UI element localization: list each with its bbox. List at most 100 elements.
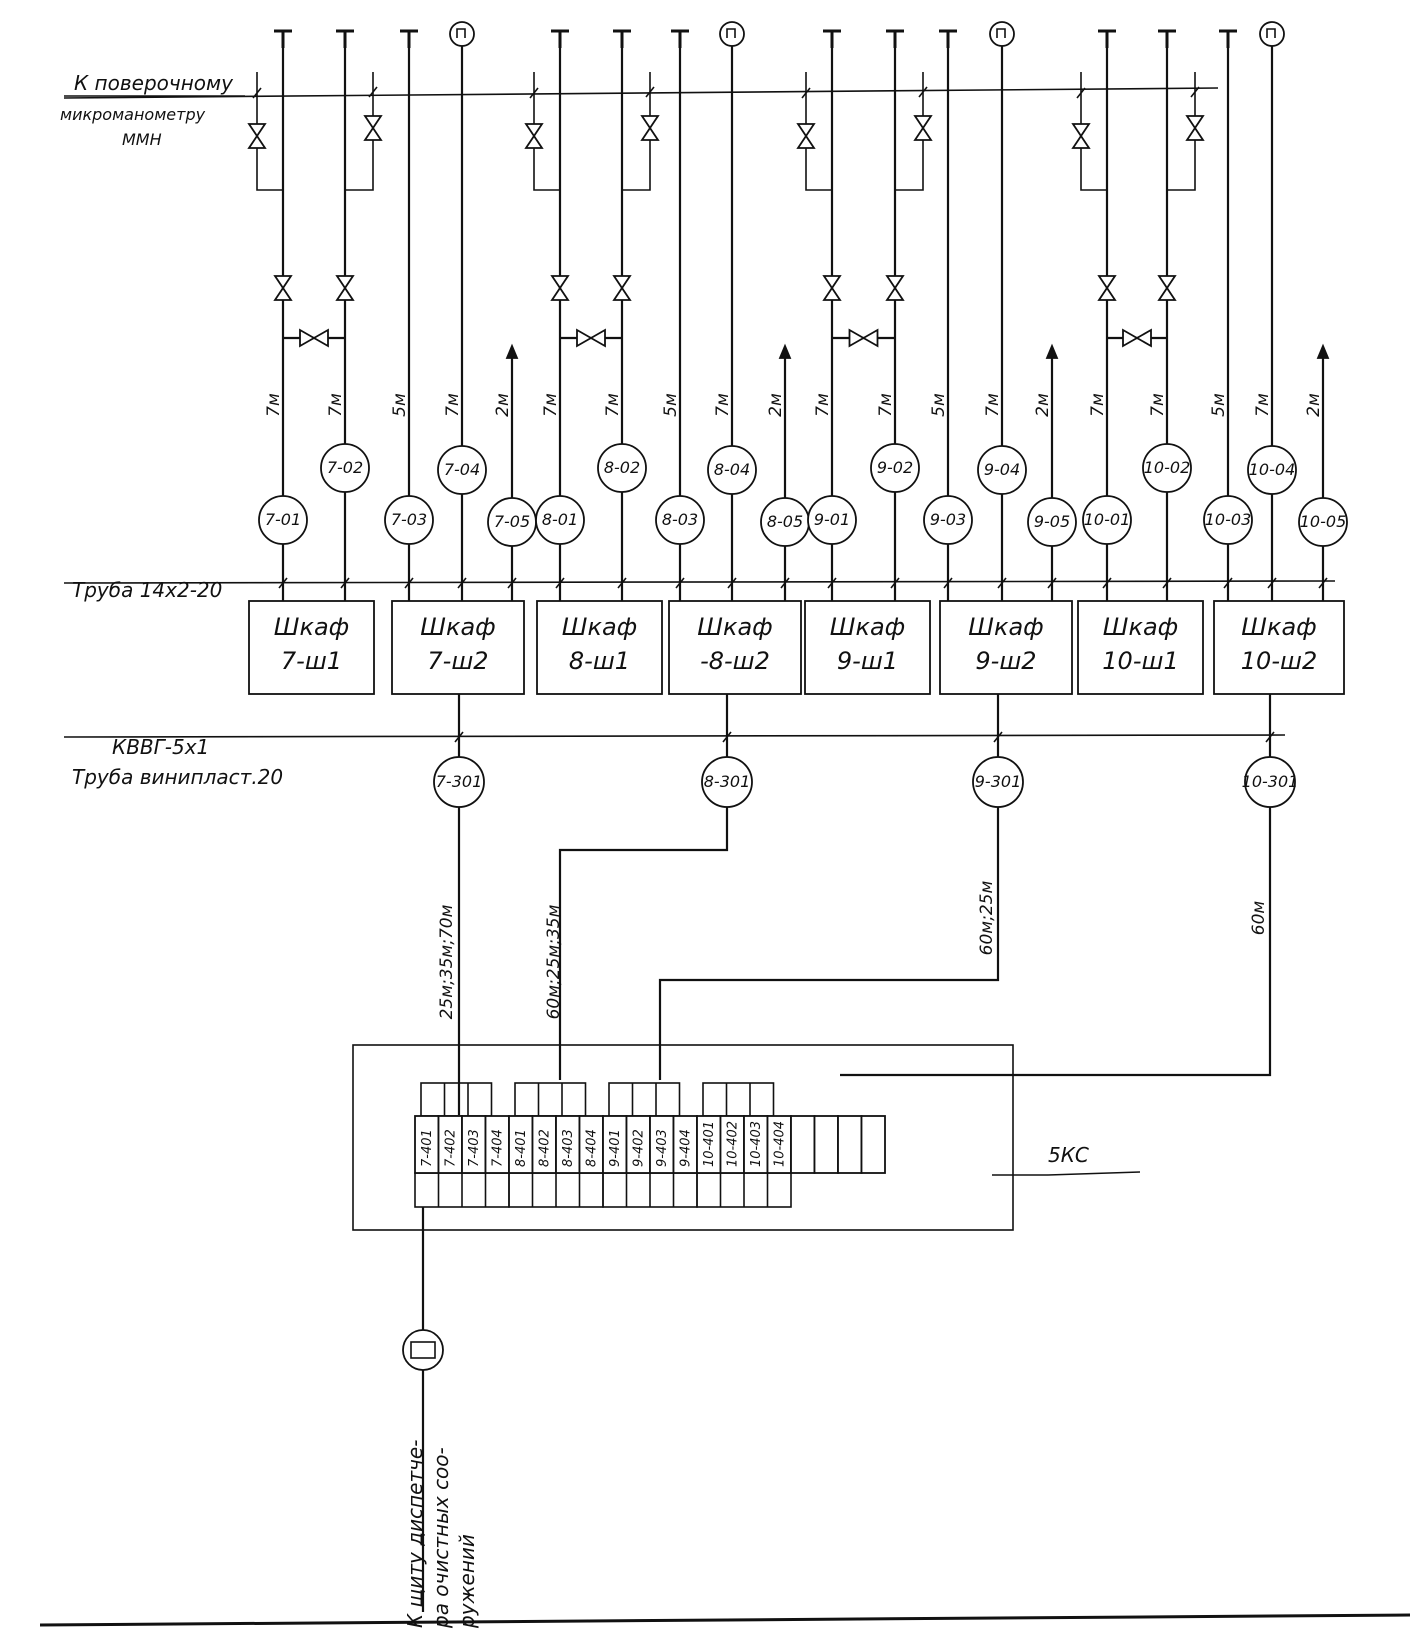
distance-label-10-03: 5м — [1209, 393, 1229, 417]
shutoff-valve-icon — [550, 275, 570, 301]
cabinet-title: Шкаф — [1103, 613, 1178, 641]
junction-box-8-301-tag: 8-301 — [704, 772, 751, 791]
distance-label-9-02: 7м — [876, 393, 896, 417]
tick-mark — [1318, 577, 1328, 589]
distance-label-7-02: 7м — [326, 393, 346, 417]
instrument-10-02 — [1142, 443, 1192, 493]
terminal-label-7-403: 7-403 — [467, 1129, 482, 1167]
arrow-up-icon — [1045, 343, 1059, 359]
terminal-label-7-404: 7-404 — [491, 1129, 506, 1167]
cable-length-8: 60м;25м;35м — [544, 904, 564, 1019]
distance-label-10-01: 7м — [1088, 393, 1108, 417]
cabinet-title: Шкаф — [968, 613, 1043, 641]
instrument-9-02 — [870, 443, 920, 493]
instrument-10-05 — [1298, 497, 1348, 547]
instrument-8-04-tag: 8-04 — [714, 460, 750, 479]
cabinet-title: Шкаф — [274, 613, 349, 641]
verification-valve-icon — [247, 123, 267, 149]
verification-branch-right — [1167, 72, 1196, 191]
dispatcher-panel-icon — [402, 1329, 444, 1371]
shutoff-valve-icon — [273, 275, 293, 301]
terminal-block-label: 5КС — [1048, 1143, 1089, 1167]
tick-mark — [827, 577, 837, 589]
tick-mark — [617, 577, 627, 589]
instrument-8-03 — [655, 495, 705, 545]
tick-mark — [252, 87, 262, 99]
instrument-8-05-tag: 8-05 — [767, 512, 803, 531]
distance-label-8-03: 5м — [661, 393, 681, 417]
plug-icon — [1219, 29, 1237, 48]
tick-mark — [1076, 87, 1086, 99]
terminal-spare — [860, 1115, 886, 1174]
verification-branch-right — [345, 72, 374, 191]
distance-label-7-05: 2м — [493, 393, 513, 417]
plug-icon — [939, 29, 957, 48]
verification-branch-right — [895, 72, 924, 191]
junction-box-7-301 — [433, 756, 485, 808]
tick-mark — [340, 577, 350, 589]
cable-length-7: 25м;35м;70м — [437, 904, 457, 1019]
arrow-up-icon — [778, 343, 792, 359]
gauge-icon — [1259, 21, 1285, 47]
cabinet-8-1 — [536, 600, 663, 695]
terminal-label-10-401: 10-401 — [702, 1121, 717, 1167]
shutoff-valve-icon — [1157, 275, 1177, 301]
plug-icon — [886, 29, 904, 48]
verification-label-line1: К поверочному — [74, 71, 234, 95]
cabinet-id: 9-ш1 — [837, 647, 898, 675]
instrument-7-03-tag: 7-03 — [391, 510, 427, 529]
tick-mark — [727, 577, 737, 589]
instrument-9-03 — [923, 495, 973, 545]
distance-label-10-04: 7м — [1253, 393, 1273, 417]
terminal-spare — [790, 1115, 816, 1174]
verification-label-line3: ММН — [122, 130, 162, 149]
gauge-icon — [449, 21, 475, 47]
shutoff-valve-icon — [1097, 275, 1117, 301]
verification-label: К поверочному микроманометру ММН — [60, 71, 245, 149]
gauge-icon — [989, 21, 1015, 47]
instrument-8-02-tag: 8-02 — [604, 458, 640, 477]
dispatcher-label: К щиту диспетче- ра очистных соо- ружени… — [403, 1440, 479, 1629]
tick-mark — [780, 577, 790, 589]
verification-branch-left — [805, 72, 832, 191]
plug-icon — [274, 29, 292, 48]
tick-mark — [645, 86, 655, 98]
distance-label-10-02: 7м — [1148, 393, 1168, 417]
terminal-label-9-402: 9-402 — [632, 1129, 647, 1167]
tick-mark — [529, 87, 539, 99]
instrument-7-01-tag: 7-01 — [265, 510, 301, 529]
verification-valve-icon — [640, 115, 660, 141]
cable-route-8 — [558, 806, 729, 1080]
junction-box-9-301 — [972, 756, 1024, 808]
instrument-9-05 — [1027, 497, 1077, 547]
shutoff-valve-icon — [822, 275, 842, 301]
junction-box-9-301-tag: 9-301 — [975, 772, 1022, 791]
instrument-10-02-tag: 10-02 — [1144, 458, 1191, 477]
tick-mark — [1190, 86, 1200, 98]
instrument-7-04-tag: 7-04 — [444, 460, 480, 479]
terminal-label-8-401: 8-401 — [514, 1129, 529, 1167]
dispatcher-label-line2: ра очистных соо- — [429, 1447, 453, 1629]
equalizing-valve-icon — [1122, 328, 1152, 348]
cabinet-title: Шкаф — [1241, 613, 1316, 641]
instrument-8-01-tag: 8-01 — [542, 510, 578, 529]
distance-label-9-04: 7м — [983, 393, 1003, 417]
tick-mark — [1102, 577, 1112, 589]
instrument-10-03 — [1203, 495, 1253, 545]
junction-box-10-301-tag: 10-301 — [1242, 772, 1299, 791]
cabinet-id: 10-ш2 — [1241, 647, 1317, 675]
instrument-8-03-tag: 8-03 — [662, 510, 698, 529]
plug-icon — [1098, 29, 1116, 48]
cable-label: КВВГ-5х1 Труба винипласт.20 — [72, 735, 283, 789]
distance-label-8-05: 2м — [766, 393, 786, 417]
instrument-10-04-tag: 10-04 — [1249, 460, 1296, 479]
cable-route-9 — [658, 806, 1000, 1080]
group-8: 7м8-017м8-025м8-037м8-042м8-05Шкаф8-ш1Шк… — [524, 21, 810, 808]
instrument-7-03 — [384, 495, 434, 545]
tick-mark — [722, 731, 732, 743]
verification-valve-icon — [524, 123, 544, 149]
cabinet-id: 7-ш2 — [427, 647, 488, 675]
equalizing-valve-icon — [299, 328, 329, 348]
distance-label-7-04: 7м — [443, 393, 463, 417]
